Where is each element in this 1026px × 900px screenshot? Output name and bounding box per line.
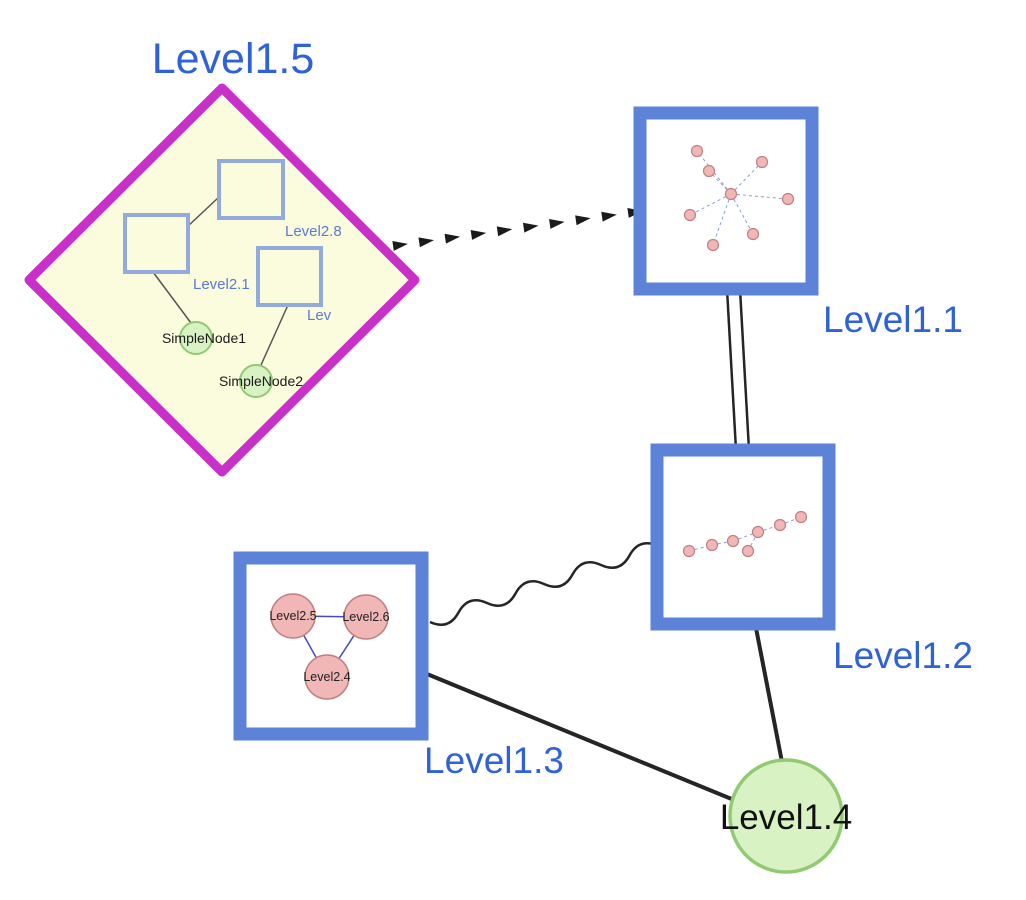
- simplenode1-label: SimpleNode1: [162, 330, 246, 346]
- edge-level13-level12[interactable]: [429, 542, 659, 626]
- level15-group-node: Level1.5 Level2.8 Level2.1 Lev SimpleNod…: [24, 35, 420, 477]
- level26-node[interactable]: [343, 594, 389, 640]
- mini-node[interactable]: [706, 238, 720, 252]
- level26-label: Level2.6: [342, 610, 389, 624]
- arrow-dash-icon: [444, 233, 461, 244]
- level13-node[interactable]: [233, 551, 429, 741]
- edge-level12-level14[interactable]: [754, 627, 784, 763]
- level14-node[interactable]: [728, 758, 844, 874]
- mini-node[interactable]: [702, 164, 716, 178]
- arrow-dash-icon: [392, 241, 408, 251]
- simplenode2[interactable]: [239, 364, 273, 398]
- mini-node[interactable]: [726, 534, 740, 548]
- level12-node[interactable]: [650, 443, 836, 631]
- mini-node[interactable]: [682, 544, 696, 558]
- mini-node[interactable]: [794, 510, 808, 524]
- mini-node[interactable]: [781, 192, 795, 206]
- level11-mini-graph: [683, 144, 795, 252]
- arrow-dash-icon: [601, 211, 617, 222]
- mini-node[interactable]: [751, 525, 765, 539]
- level11-group-node: Level1.1: [633, 106, 963, 340]
- arrow-dash-icon: [549, 219, 565, 229]
- level13-group-node: Level2.5 Level2.6 Level2.4 Level1.3: [233, 551, 564, 781]
- edge-level21-simplenode1[interactable]: [152, 271, 192, 324]
- edge-level11-level12[interactable]: [725, 288, 751, 451]
- mini-node[interactable]: [746, 227, 760, 241]
- level11-label: Level1.1: [823, 299, 963, 340]
- double-edge-line: [725, 288, 738, 451]
- mini-edge: [689, 193, 732, 216]
- lev-label: Lev: [307, 307, 332, 324]
- level14-group-node: Level1.4: [720, 758, 852, 874]
- arrow-dash-icon: [418, 237, 435, 248]
- mini-node[interactable]: [741, 544, 755, 558]
- level28-node[interactable]: [217, 159, 285, 220]
- level24-node[interactable]: [304, 654, 350, 700]
- level28-label: Level2.8: [285, 223, 342, 240]
- mini-node[interactable]: [683, 208, 697, 222]
- arrow-dash-icon: [575, 215, 591, 226]
- mini-node[interactable]: [724, 187, 738, 201]
- level15-diamond[interactable]: [24, 83, 420, 477]
- level21-label: Level2.1: [193, 276, 250, 293]
- level13-mini-graph: Level2.5 Level2.6 Level2.4: [269, 593, 390, 700]
- arrow-dash-icon: [522, 222, 539, 233]
- mini-node[interactable]: [755, 155, 769, 169]
- mini-node[interactable]: [690, 144, 704, 158]
- level21-node[interactable]: [123, 213, 190, 274]
- level14-label: Level1.4: [720, 798, 852, 837]
- edge-level28-level21[interactable]: [186, 196, 220, 228]
- double-edge-line: [738, 288, 751, 451]
- mini-edge: [730, 161, 763, 195]
- edges-layer: [392, 206, 784, 802]
- mini-node[interactable]: [705, 538, 719, 552]
- simplenode1[interactable]: [179, 321, 213, 355]
- mini-edge: [732, 531, 759, 542]
- lev-node[interactable]: [256, 246, 323, 307]
- mini-node[interactable]: [773, 518, 787, 532]
- level15-label: Level1.5: [152, 35, 315, 83]
- level25-label: Level2.5: [269, 609, 316, 623]
- arrow-dash-icon: [496, 226, 513, 237]
- level25-node[interactable]: [270, 593, 316, 639]
- simplenode2-label: SimpleNode2: [219, 373, 303, 389]
- level12-mini-graph: [682, 510, 808, 558]
- arrow-dash-icon: [470, 230, 487, 240]
- edge-level13-level14[interactable]: [426, 672, 735, 802]
- edge-level15-level11[interactable]: [392, 206, 643, 251]
- edge-lev-simplenode2[interactable]: [260, 304, 289, 366]
- level13-label: Level1.3: [424, 740, 564, 781]
- level24-label: Level2.4: [303, 670, 350, 684]
- level12-label: Level1.2: [833, 635, 973, 676]
- mini-edge: [730, 193, 754, 235]
- level12-group-node: Level1.2: [650, 443, 973, 676]
